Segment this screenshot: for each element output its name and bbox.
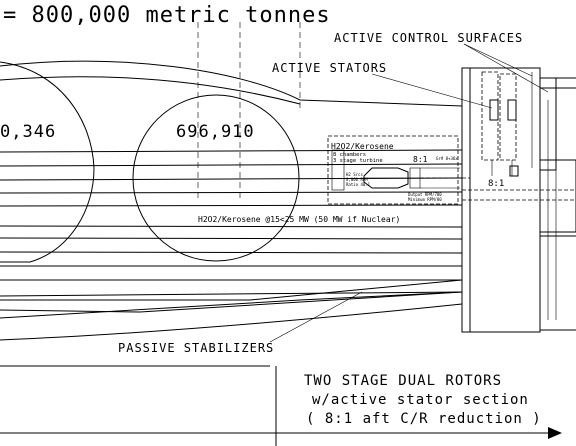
leader-lines — [269, 43, 549, 343]
inset-small-right-2: Minimum RPM/80 — [408, 197, 442, 202]
active-control-surfaces — [531, 72, 557, 171]
inset-small-left-2: 8,000 RPM — [346, 177, 368, 182]
tank-right-value: 696,910 — [176, 122, 255, 142]
active-stators — [481, 71, 519, 177]
inset-small-left-1: H2 Srcs — [346, 172, 363, 177]
engine-inset — [327, 135, 470, 205]
label-active-control-surfaces: ACTIVE CONTROL SURFACES — [334, 31, 523, 45]
caption-line3: ( 8:1 aft C/R reduction ) — [306, 411, 542, 427]
passive-stabilizer-fins — [0, 279, 463, 313]
inset-line3: 3 stage turbine — [333, 158, 383, 164]
caption-line1: TWO STAGE DUAL ROTORS — [304, 373, 502, 389]
inset-line2: 8 chambers — [333, 152, 366, 158]
aft-hub — [461, 67, 576, 333]
main-ratio-label: 8:1 — [488, 179, 504, 189]
label-passive-stabilizers: PASSIVE STABILIZERS — [118, 341, 274, 355]
caption-line2: w/active stator section — [312, 392, 529, 408]
power-line-label: H2O2/Kerosene @15<25 MW (50 MW if Nuclea… — [198, 215, 400, 224]
inset-ratio-label: 8:1 — [413, 155, 428, 164]
tank-left-value: 0,346 — [0, 122, 56, 142]
inset-small-left-3: Ratio 40:1 — [346, 182, 371, 187]
mass-header: = 800,000 metric tonnes — [3, 3, 331, 28]
reference-lines — [197, 22, 301, 200]
tank-right — [132, 94, 300, 262]
label-active-stators: ACTIVE STATORS — [272, 61, 387, 75]
inset-title: H2O2/Kerosene — [331, 142, 394, 151]
inset-top-right-note: Gr# 8+36x — [436, 156, 458, 161]
engine-inset-box — [327, 135, 459, 205]
inset-small-right-1: Output RPM/780 — [408, 192, 442, 197]
hull-stringers — [0, 149, 463, 297]
hull-outline — [0, 60, 463, 341]
frame-lines — [0, 365, 562, 446]
fuel-tanks — [0, 61, 300, 263]
